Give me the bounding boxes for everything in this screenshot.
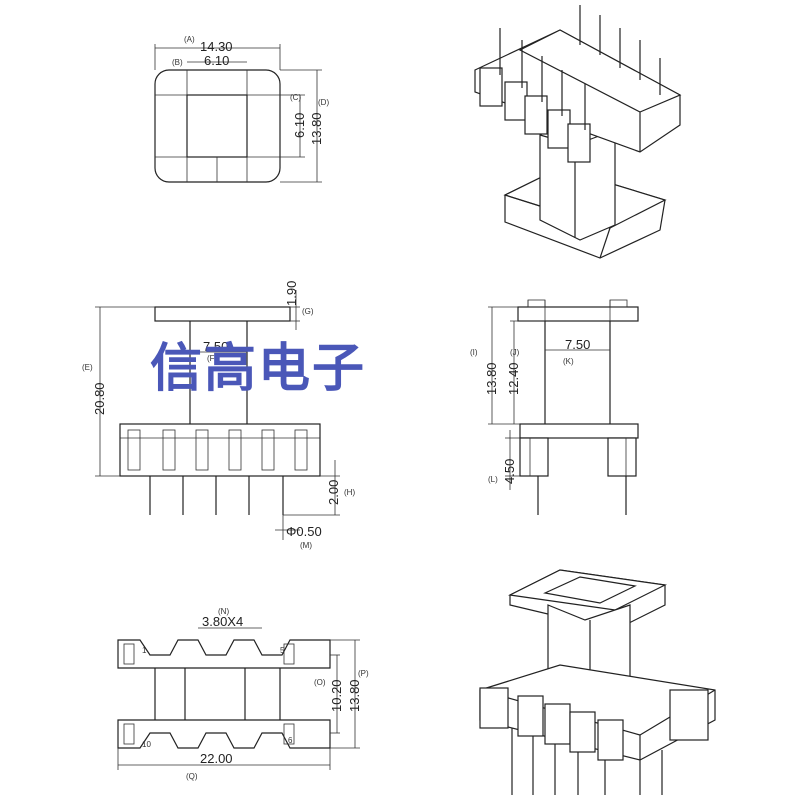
top-view-core-window — [186, 94, 248, 158]
dim-tag-j: (J) — [510, 348, 520, 357]
dim-tag-h: (H) — [344, 488, 355, 497]
pin-label-1: 1 — [142, 646, 147, 655]
top-view: (A) 14.30 (B) 6.10 (C) 6.10 (D) 13.80 — [154, 35, 329, 183]
dim-tag-l: (L) — [488, 475, 498, 484]
brand-watermark: 信高电子 — [150, 338, 367, 399]
dim-tag-a: (A) — [184, 35, 195, 44]
dim-n: 3.80X4 — [202, 614, 243, 629]
side-view: (E) 20.80 (G) 1.90 7.50 (F) (H) 2.00 Φ0.… — [82, 281, 355, 550]
dim-p: 13.80 — [347, 679, 362, 712]
bottom-view-bottom-row — [117, 719, 331, 749]
dim-tag-f: (F) — [207, 354, 218, 363]
dim-f: 7.50 — [203, 339, 228, 354]
dim-tag-q: (Q) — [186, 772, 198, 781]
isometric-view-top — [474, 5, 682, 259]
dim-k: 7.50 — [565, 337, 590, 352]
dim-d: 13.80 — [309, 112, 324, 145]
dim-tag-p: (P) — [358, 669, 369, 678]
dim-tag-o: (O) — [314, 678, 326, 687]
dim-tag-k: (K) — [563, 357, 574, 366]
dim-o: 10.20 — [329, 679, 344, 712]
dim-e: 20.80 — [92, 382, 107, 415]
dim-tag-e: (E) — [82, 363, 93, 372]
dim-q: 22.00 — [200, 751, 233, 766]
dim-g: 1.90 — [284, 281, 299, 306]
dim-tag-n: (N) — [218, 607, 229, 616]
top-view-outline — [154, 69, 281, 183]
pin-label-6: 6 — [288, 736, 293, 745]
dim-tag-b: (B) — [172, 58, 183, 67]
side-view-top-flange — [154, 306, 291, 322]
dim-h: 2.00 — [326, 480, 341, 505]
dim-tag-d: (D) — [318, 98, 329, 107]
dim-j: 12.40 — [506, 362, 521, 395]
dim-b: 6.10 — [204, 53, 229, 68]
dim-tag-c: (C) — [290, 93, 301, 102]
dim-m: Φ0.50 — [286, 524, 322, 539]
pin-label-10: 10 — [142, 740, 151, 749]
dim-tag-m: (M) — [300, 541, 312, 550]
end-view: (I) 13.80 (J) 12.40 7.50 (K) (L) 4.50 — [470, 299, 639, 515]
dim-tag-i: (I) — [470, 348, 478, 357]
dim-tag-g: (G) — [302, 307, 314, 316]
dim-a: 14.30 — [200, 39, 233, 54]
bottom-view: 1 5 10 6 (N) 3.80X4 (O) 10.20 (P) 13.80 … — [117, 607, 369, 781]
bottom-view-top-row — [117, 639, 331, 669]
side-view-base — [119, 423, 321, 477]
isometric-view-bottom — [479, 569, 716, 795]
pin-label-5: 5 — [280, 646, 285, 655]
dim-c: 6.10 — [292, 113, 307, 138]
dim-i: 13.80 — [484, 362, 499, 395]
dim-l: 4.50 — [502, 459, 517, 484]
